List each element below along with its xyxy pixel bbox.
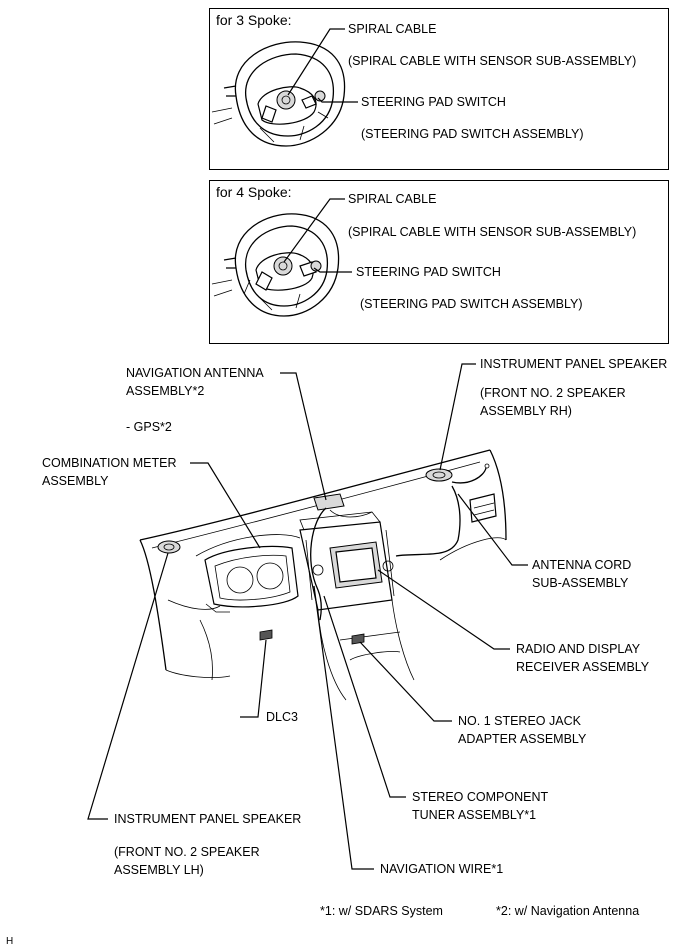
ip-speaker-rh-label-line3: ASSEMBLY RH) — [480, 404, 572, 418]
antenna-cord-label-line1: ANTENNA CORD — [532, 558, 632, 572]
stereo-jack-label-line1: NO. 1 STEREO JACK — [458, 714, 581, 728]
footnote-nav-antenna: *2: w/ Navigation Antenna — [496, 904, 640, 918]
steering-wheel-3-spoke-illustration — [211, 41, 346, 147]
stereo-tuner-label-line1: STEREO COMPONENT — [412, 790, 549, 804]
navigation-wire-label: NAVIGATION WIRE*1 — [380, 862, 504, 876]
instrument-panel-illustration — [139, 449, 507, 701]
antenna-cord-label-line2: SUB-ASSEMBLY — [532, 576, 629, 590]
combination-meter-label-line2: ASSEMBLY — [42, 474, 109, 488]
combination-meter-label-line1: COMBINATION METER — [42, 456, 177, 470]
stereo-tuner-label-line2: TUNER ASSEMBLY*1 — [412, 808, 537, 822]
footnote-sdars: *1: w/ SDARS System — [320, 904, 443, 918]
spoke3-spiral-cable-label: SPIRAL CABLE — [348, 22, 437, 36]
spoke3-title: for 3 Spoke: — [216, 12, 292, 28]
ip-speaker-lh-label-line3: ASSEMBLY LH) — [114, 863, 204, 877]
spoke3-pad-switch-label: STEERING PAD SWITCH — [361, 95, 506, 109]
spoke4-title: for 4 Spoke: — [216, 184, 292, 200]
ip-speaker-lh-label-line1: INSTRUMENT PANEL SPEAKER — [114, 812, 302, 826]
spoke4-pad-switch-label: STEERING PAD SWITCH — [356, 265, 501, 279]
ip-speaker-rh-label-line2: (FRONT NO. 2 SPEAKER — [480, 386, 626, 400]
spoke3-spiral-cable-sub-label: (SPIRAL CABLE WITH SENSOR SUB-ASSEMBLY) — [348, 54, 637, 68]
spoke3-pad-switch-sub-label: (STEERING PAD SWITCH ASSEMBLY) — [361, 127, 584, 141]
nav-antenna-label-line1: NAVIGATION ANTENNA — [126, 366, 264, 380]
spoke4-pad-switch-sub-label: (STEERING PAD SWITCH ASSEMBLY) — [360, 297, 583, 311]
spoke4-spiral-cable-label: SPIRAL CABLE — [348, 192, 437, 206]
corner-mark: H — [6, 936, 14, 947]
nav-antenna-label-line2: ASSEMBLY*2 — [126, 384, 205, 398]
gps-label: - GPS*2 — [126, 420, 172, 434]
stereo-jack-label-line2: ADAPTER ASSEMBLY — [458, 732, 587, 746]
ip-speaker-rh-label-line1: INSTRUMENT PANEL SPEAKER — [480, 357, 668, 371]
steering-wheel-4-spoke-illustration — [211, 213, 340, 317]
radio-receiver-label-line2: RECEIVER ASSEMBLY — [516, 660, 650, 674]
dlc3-label: DLC3 — [266, 710, 298, 724]
radio-receiver-label-line1: RADIO AND DISPLAY — [516, 642, 641, 656]
ip-speaker-lh-label-line2: (FRONT NO. 2 SPEAKER — [114, 845, 260, 859]
spoke4-spiral-cable-sub-label: (SPIRAL CABLE WITH SENSOR SUB-ASSEMBLY) — [348, 225, 637, 239]
leader-lines — [87, 28, 528, 870]
